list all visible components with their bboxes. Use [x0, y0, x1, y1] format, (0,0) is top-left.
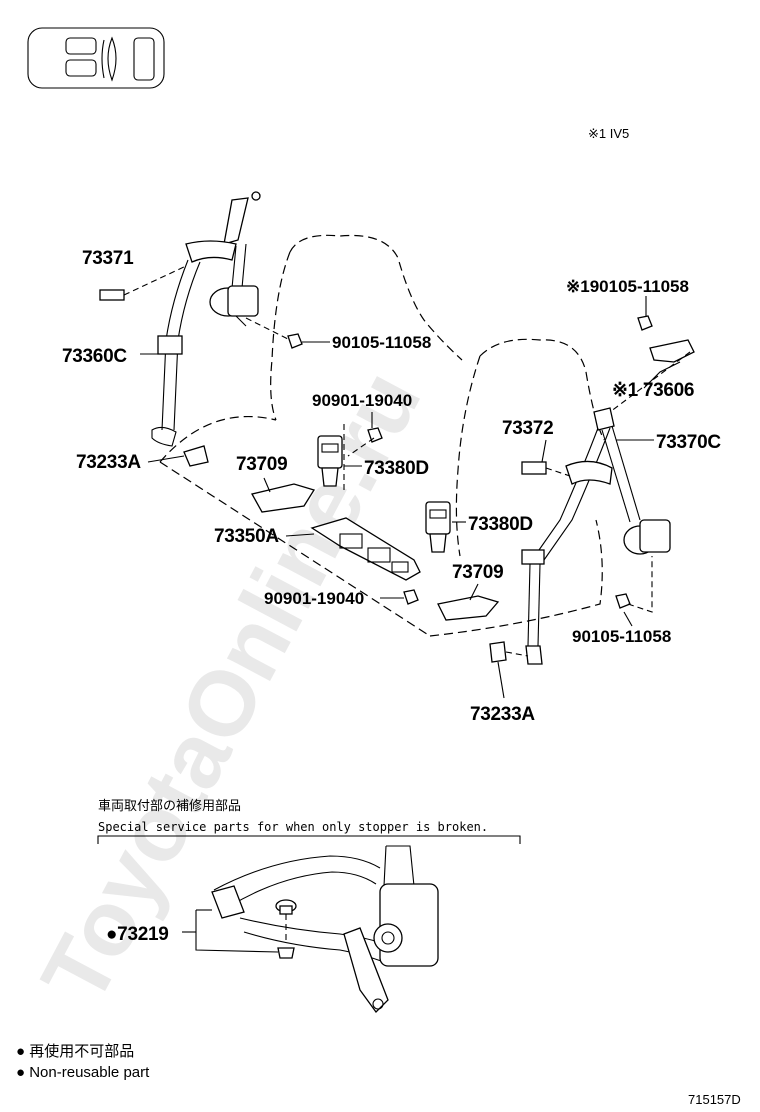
label-90901-upper: 90901-19040: [312, 391, 412, 410]
label-73219: ●73219: [106, 924, 169, 945]
label-90901-lower: 90901-19040: [264, 589, 364, 608]
part-73371: [99, 289, 125, 301]
label-73709-right: 73709: [452, 562, 503, 583]
label-90105-right-top: ※190105-11058: [566, 277, 689, 296]
left-seat-outline: [159, 234, 463, 637]
cover-73709-left: [251, 483, 316, 513]
part-73233a-left: [183, 445, 209, 467]
leader-lines: [140, 296, 681, 699]
part-73233a-right: [489, 641, 507, 663]
label-90105-left: 90105-11058: [332, 333, 431, 352]
variant-note: ※1 IV5: [588, 126, 629, 141]
service-bracket: [97, 835, 521, 844]
label-73350a: 73350A: [214, 526, 279, 547]
diagram-code: 715157D: [688, 1092, 741, 1107]
bolt-90105-left: [245, 317, 303, 349]
label-73709-left: 73709: [236, 454, 287, 475]
legend-jp: ● 再使用不可部品: [16, 1043, 134, 1060]
part-73372: [521, 461, 547, 475]
cover-73709-right: [437, 595, 500, 621]
service-note-en: Special service parts for when only stop…: [98, 820, 488, 834]
vehicle-layout-icon: [27, 27, 165, 89]
buckle-73380d-right: [425, 501, 451, 553]
stopper-detail-illustration: [182, 845, 439, 1013]
label-73233a-left: 73233A: [76, 452, 141, 473]
buckle-73380d-left: [317, 424, 345, 490]
label-73233a-right: 73233A: [470, 704, 535, 725]
right-seat-outline: [429, 338, 605, 637]
bolt-90105-right: [615, 593, 631, 609]
console-73350a: [310, 517, 421, 581]
label-73606: ※1 73606: [612, 380, 694, 401]
label-90105-right-bottom: 90105-11058: [572, 627, 671, 646]
label-73371: 73371: [82, 248, 134, 269]
label-73380d-left: 73380D: [364, 458, 429, 479]
left-seat-belt-assembly: [151, 191, 261, 447]
bolt-90901-lower: [403, 589, 419, 605]
label-73360c: 73360C: [62, 346, 127, 367]
right-seat-belt-assembly: [521, 407, 671, 665]
legend-en: ● Non-reusable part: [16, 1064, 150, 1081]
label-73372: 73372: [502, 418, 553, 439]
label-73370c: 73370C: [656, 432, 721, 453]
service-note-jp: 車両取付部の補修用部品: [98, 798, 241, 813]
bolt-90901-upper: [367, 427, 383, 443]
label-73380d-right: 73380D: [468, 514, 533, 535]
